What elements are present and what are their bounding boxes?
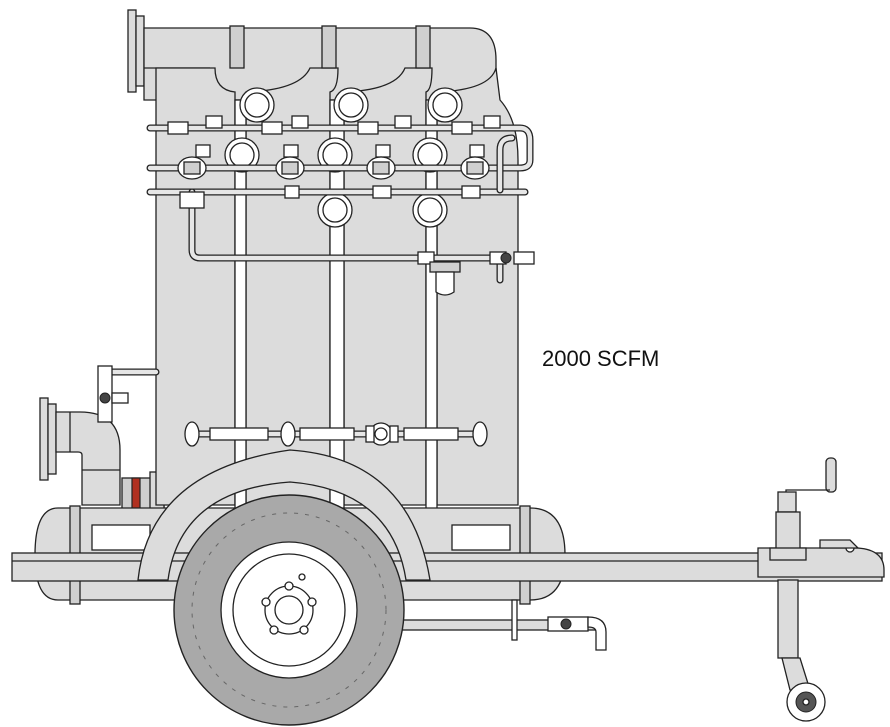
wheel: [173, 494, 405, 726]
capacity-label: 2000 SCFM: [542, 346, 660, 371]
lower-manifold: [184, 421, 488, 447]
tube-fittings: [97, 115, 535, 423]
tongue-jack: [769, 457, 837, 722]
fender: [137, 449, 431, 581]
sight-rings: [224, 87, 463, 228]
